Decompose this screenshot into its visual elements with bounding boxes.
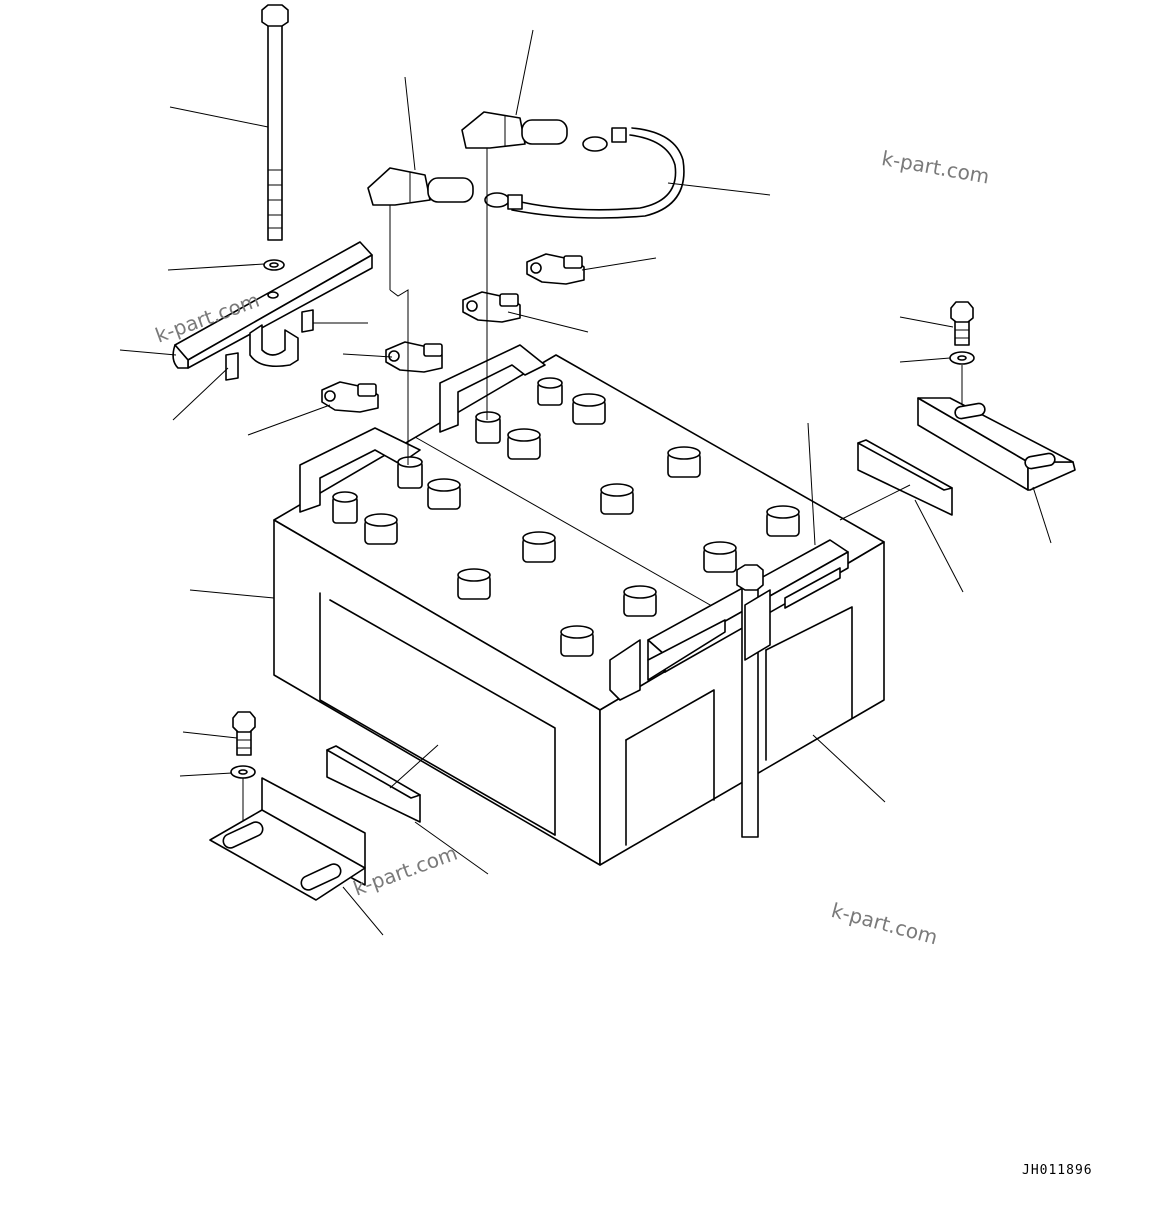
rubber-pad-lower-left	[326, 745, 421, 823]
terminal-clamp-2	[385, 341, 443, 373]
terminal-cover-right	[461, 111, 568, 149]
front-hold-down-bar	[647, 539, 849, 838]
pad-upper	[301, 309, 314, 333]
drawing-number: JH011896	[1022, 1163, 1093, 1178]
leader-lines	[119, 29, 1052, 936]
bracket-lower-left	[209, 777, 366, 901]
pad-lower	[225, 352, 239, 381]
hold-down-clip	[249, 324, 299, 368]
terminal-clamp-4	[526, 253, 585, 285]
bolt-right	[950, 301, 974, 346]
j-bolt	[261, 4, 289, 241]
rubber-pad-right	[857, 439, 953, 516]
bracket-right	[917, 397, 1076, 491]
terminal-clamp-1	[321, 381, 379, 413]
battery-handles	[299, 344, 641, 701]
terminal-cover-left	[367, 167, 474, 206]
terminal-clamp-3	[462, 291, 521, 323]
hold-down-bar-left	[172, 241, 373, 369]
battery-terminals	[332, 377, 563, 524]
bolt-lower-left	[232, 711, 256, 756]
vent-caps	[364, 393, 800, 657]
battery-cable	[484, 127, 685, 219]
